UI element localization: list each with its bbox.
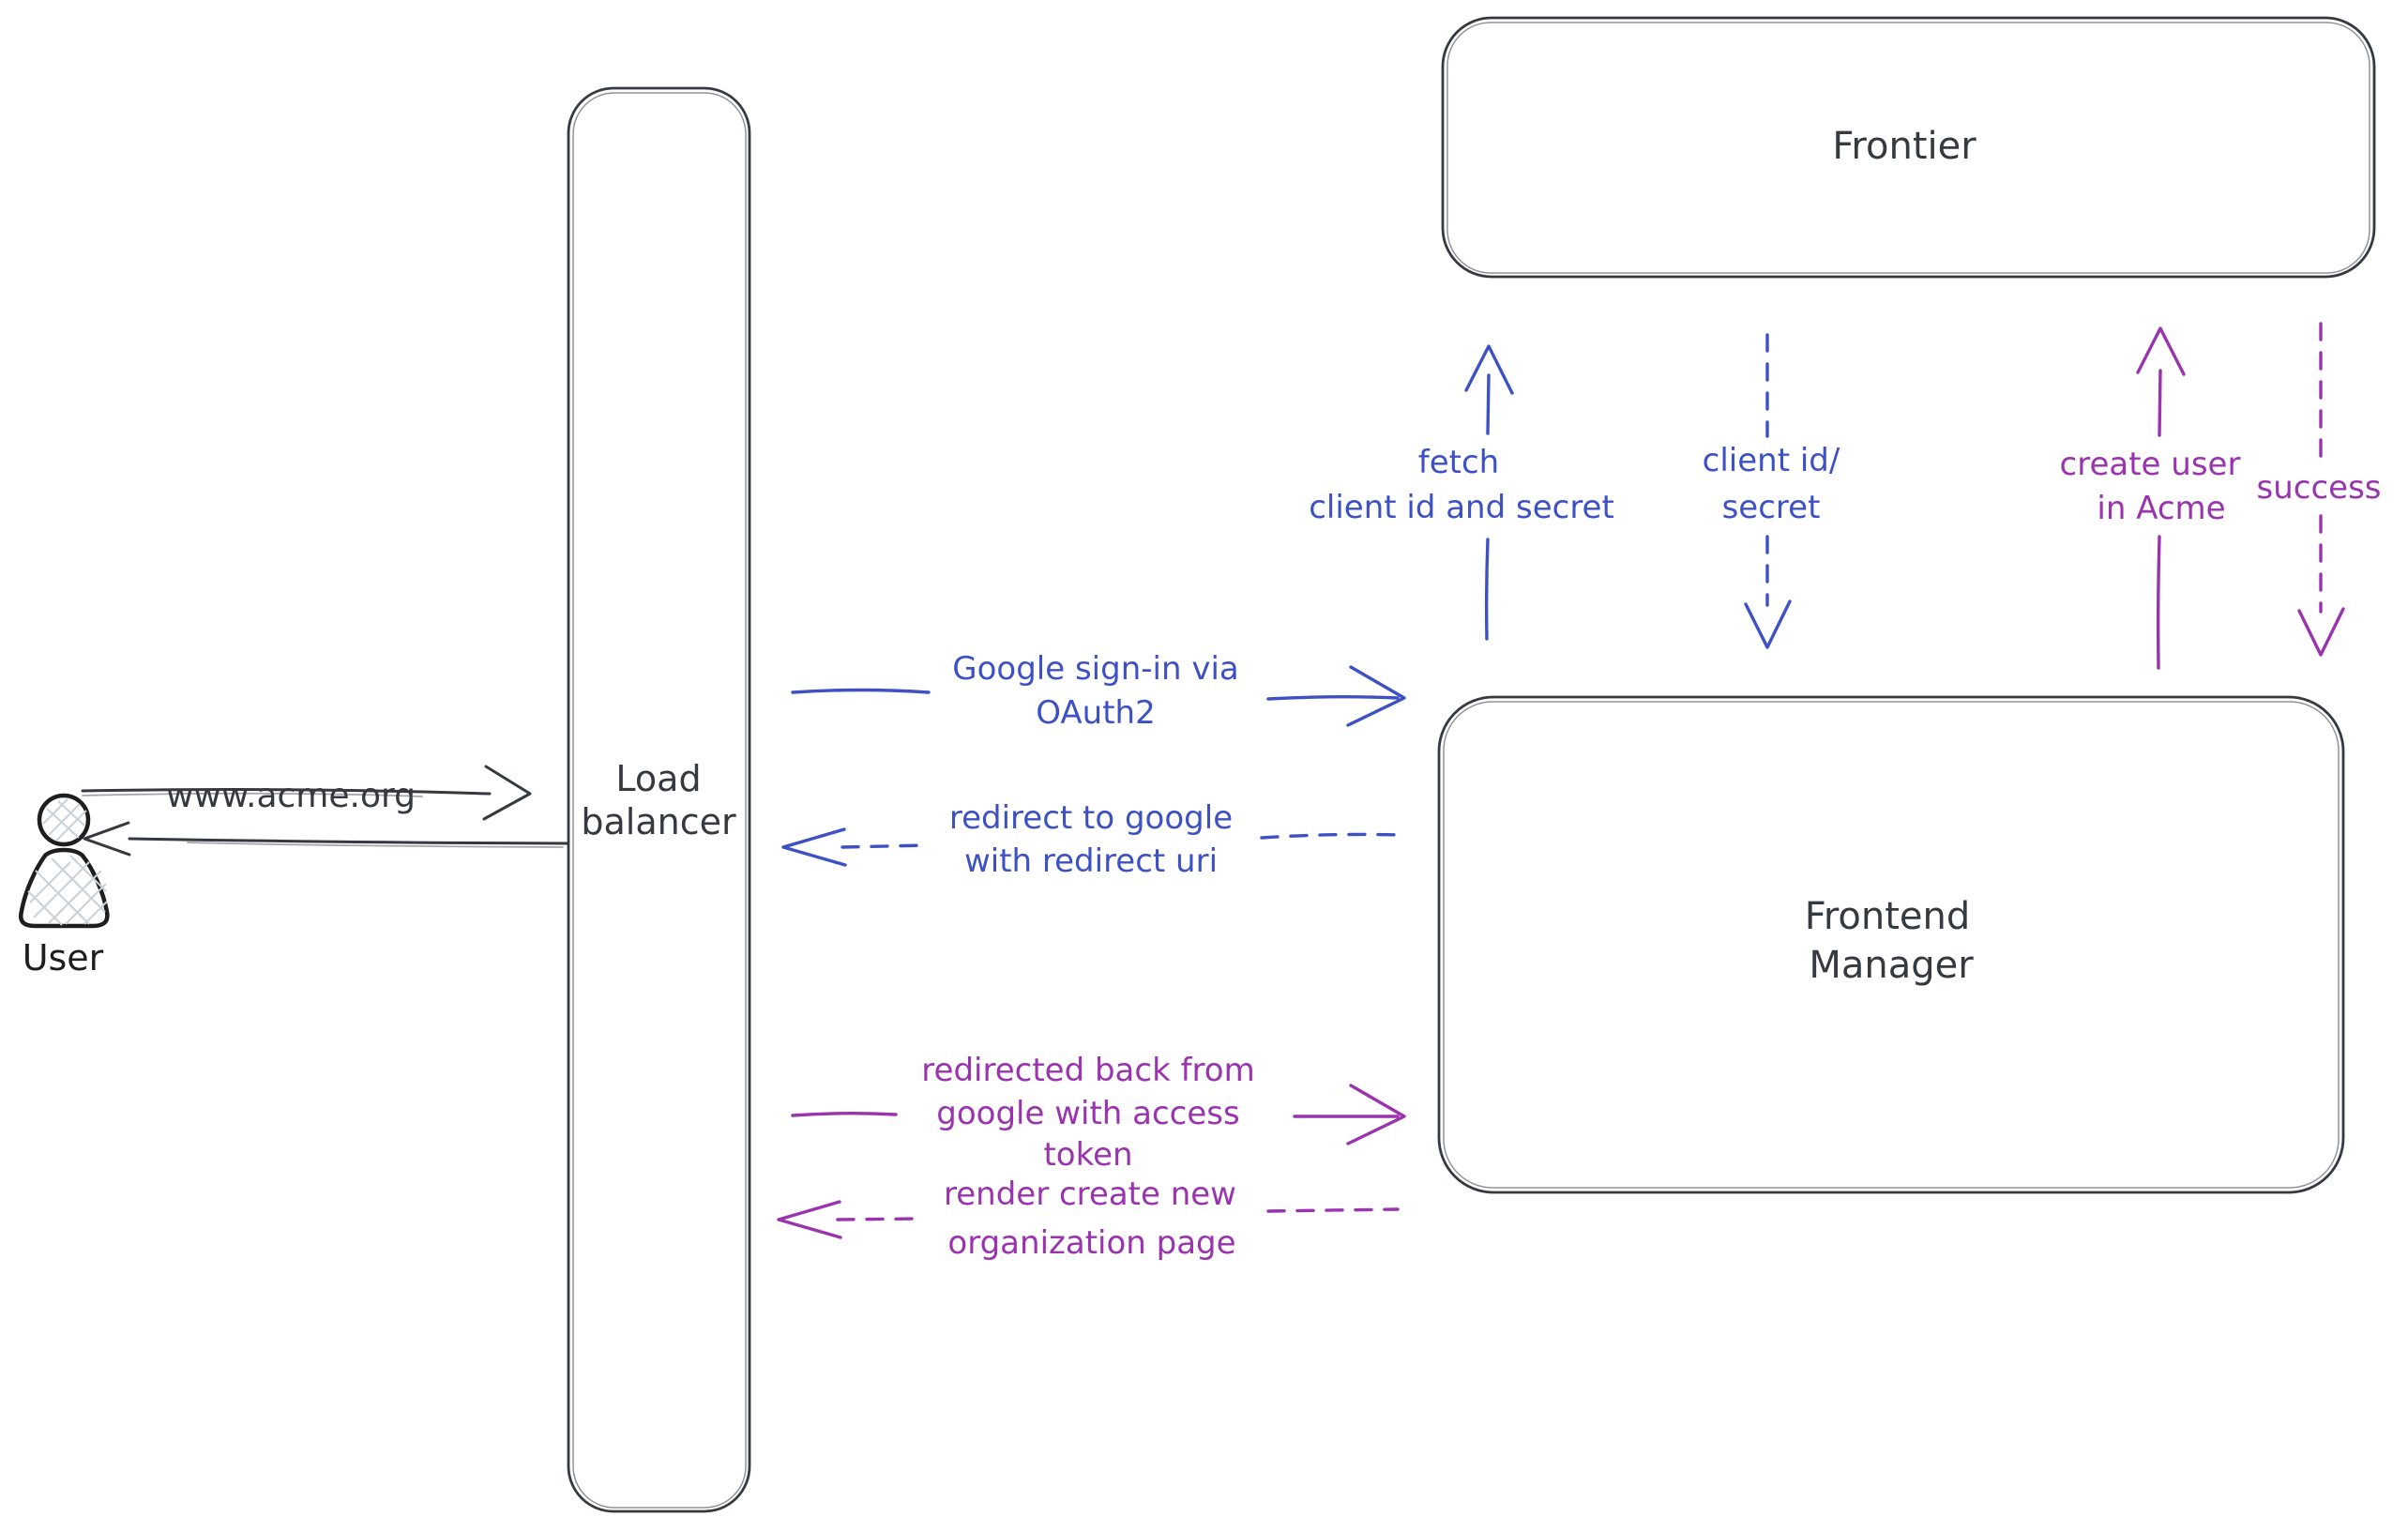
load-balancer-label-line1: Load	[615, 758, 701, 799]
redirected-back-label-line1: redirected back from	[921, 1052, 1254, 1089]
redirected-back-label-line2: google with access	[936, 1095, 1239, 1132]
create-user-line-upper	[2158, 369, 2162, 437]
google-signin-line-left	[791, 688, 931, 694]
user-head-hatch	[42, 798, 87, 842]
edge-redirect-to-google: redirect to google with redirect uri	[781, 799, 1404, 880]
node-frontend-manager: Frontend Manager	[1437, 695, 2345, 1194]
frontend-manager-label-line1: Frontend	[1805, 895, 1971, 938]
google-signin-label-line2: OAuth2	[1036, 694, 1155, 732]
fetch-label-line2: client id and secret	[1309, 489, 1614, 526]
acme-request-line-echo	[82, 792, 423, 797]
redirect-arrowhead	[781, 827, 847, 867]
success-label: success	[2257, 469, 2382, 507]
acme-request-line	[81, 788, 492, 796]
user-body-hatch	[27, 855, 108, 926]
redirected-back-arrowhead	[1346, 1084, 1406, 1145]
client-id-arrowhead	[1744, 599, 1792, 649]
render-org-arrowhead	[777, 1200, 842, 1239]
google-signin-arrowhead	[1346, 665, 1406, 727]
edge-redirected-back: redirected back from google with access …	[791, 1052, 1406, 1174]
node-frontier: Frontier	[1441, 16, 2376, 279]
edge-acme-request: www.acme.org	[81, 765, 532, 821]
google-signin-line-right	[1266, 695, 1400, 701]
frontier-label: Frontier	[1832, 125, 1976, 168]
google-signin-label-line1: Google sign-in via	[952, 650, 1238, 688]
fetch-label-line1: fetch	[1418, 444, 1499, 481]
acme-response-arrowhead	[83, 821, 131, 857]
redirect-line-right	[1260, 832, 1404, 840]
edge-client-id-secret: client id/ secret	[1703, 333, 1840, 649]
create-user-arrowhead	[2136, 326, 2186, 376]
fetch-line-lower	[1484, 538, 1490, 641]
acme-request-label: www.acme.org	[166, 777, 416, 815]
redirected-back-line-left	[791, 1112, 898, 1117]
fetch-arrowhead	[1464, 344, 1514, 395]
redirect-line-left	[841, 843, 929, 849]
redirect-label-line1: redirect to google	[949, 799, 1233, 837]
edge-render-org-page: render create new organization page	[777, 1176, 1400, 1262]
node-load-balancer: Load balancer	[567, 86, 751, 1513]
acme-request-arrowhead	[482, 765, 532, 821]
edge-create-user: create user in Acme	[2060, 326, 2241, 670]
edge-acme-response	[83, 821, 569, 857]
render-org-line-left	[836, 1217, 919, 1221]
redirect-label-line2: with redirect uri	[964, 842, 1218, 880]
render-org-label-line2: organization page	[947, 1224, 1235, 1262]
acme-response-line-echo	[187, 842, 564, 848]
frontend-manager-label-line2: Manager	[1809, 944, 1974, 987]
user-label: User	[23, 937, 104, 978]
success-arrowhead	[2297, 607, 2345, 657]
acme-response-line	[128, 837, 569, 845]
create-user-label-line2: in Acme	[2097, 490, 2225, 527]
client-id-label-line2: secret	[1722, 489, 1821, 526]
node-user: User	[19, 793, 110, 978]
redirected-back-label-line3: token	[1043, 1136, 1132, 1174]
edge-google-signin: Google sign-in via OAuth2	[791, 650, 1406, 732]
load-balancer-label-line2: balancer	[581, 801, 736, 842]
edge-success: success	[2257, 322, 2382, 657]
create-user-label-line1: create user	[2060, 446, 2241, 483]
render-org-line-right	[1266, 1207, 1400, 1213]
edge-fetch-client-secret: fetch client id and secret	[1309, 344, 1614, 641]
render-org-label-line1: render create new	[944, 1176, 1236, 1213]
fetch-line-upper	[1486, 373, 1491, 435]
create-user-line-lower	[2156, 535, 2161, 670]
client-id-label-line1: client id/	[1703, 442, 1840, 479]
